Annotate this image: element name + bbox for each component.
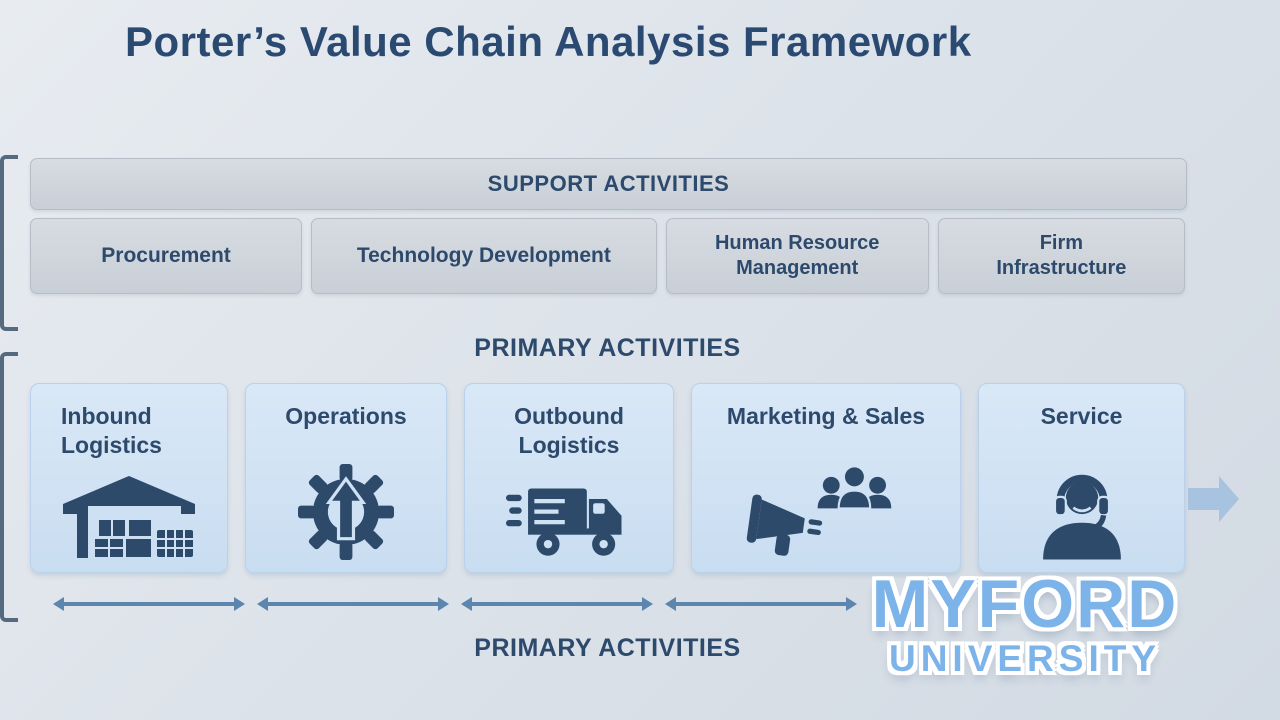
support-activities-bracket bbox=[0, 155, 18, 331]
primary-box-service: Service bbox=[978, 383, 1185, 573]
delivery-truck-icon bbox=[506, 488, 622, 556]
support-box-label: Firm Infrastructure bbox=[996, 232, 1127, 279]
support-box-label: Technology Development bbox=[356, 243, 611, 267]
support-box-label: Procurement bbox=[101, 243, 231, 267]
support-box-firm-infrastructure: Firm Infrastructure bbox=[937, 218, 1186, 294]
watermark-name: MYFORD bbox=[871, 566, 1179, 642]
primary-box-label: Outbound Logistics bbox=[514, 403, 624, 458]
primary-activities-row: Inbound Logistics bbox=[30, 383, 1185, 573]
double-arrow-segment bbox=[259, 602, 447, 606]
primary-box-marketing-sales: Marketing & Sales bbox=[691, 383, 961, 573]
support-box-technology-development: Technology Development bbox=[311, 218, 657, 294]
primary-flow-arrow-line bbox=[55, 596, 855, 612]
warehouse-icon bbox=[63, 476, 195, 558]
primary-box-outbound-logistics: Outbound Logistics bbox=[464, 383, 674, 573]
primary-activities-label-bottom: PRIMARY ACTIVITIES bbox=[474, 634, 741, 662]
primary-activities-bracket bbox=[0, 352, 18, 622]
primary-box-label: Inbound Logistics bbox=[61, 403, 162, 458]
support-activities-header: SUPPORT ACTIVITIES bbox=[30, 158, 1187, 210]
primary-box-label: Service bbox=[1040, 403, 1123, 429]
primary-activities-label-top: PRIMARY ACTIVITIES bbox=[474, 334, 741, 362]
university-watermark: MYFORD UNIVERSITY bbox=[825, 570, 1225, 681]
watermark-subtitle: UNIVERSITY bbox=[888, 638, 1162, 679]
page-title: Porter’s Value Chain Analysis Framework bbox=[125, 18, 972, 65]
support-box-procurement: Procurement bbox=[30, 218, 303, 294]
gear-arrow-icon bbox=[298, 464, 394, 560]
megaphone-audience-icon bbox=[746, 467, 892, 556]
primary-box-label: Marketing & Sales bbox=[726, 403, 926, 429]
primary-box-label: Operations bbox=[285, 403, 407, 429]
double-arrow-segment bbox=[55, 602, 243, 606]
headset-support-icon bbox=[1042, 474, 1121, 560]
support-activities-header-label: SUPPORT ACTIVITIES bbox=[487, 171, 730, 196]
double-arrow-segment bbox=[463, 602, 651, 606]
support-activities-row: Procurement Technology Development Human… bbox=[30, 218, 1186, 294]
primary-box-operations: Operations bbox=[245, 383, 447, 573]
support-box-label: Human Resource Management bbox=[714, 232, 880, 279]
support-box-human-resource-management: Human Resource Management bbox=[665, 218, 929, 294]
double-arrow-segment bbox=[667, 602, 855, 606]
primary-box-inbound-logistics: Inbound Logistics bbox=[30, 383, 228, 573]
flow-right-arrow-icon bbox=[1188, 476, 1239, 522]
